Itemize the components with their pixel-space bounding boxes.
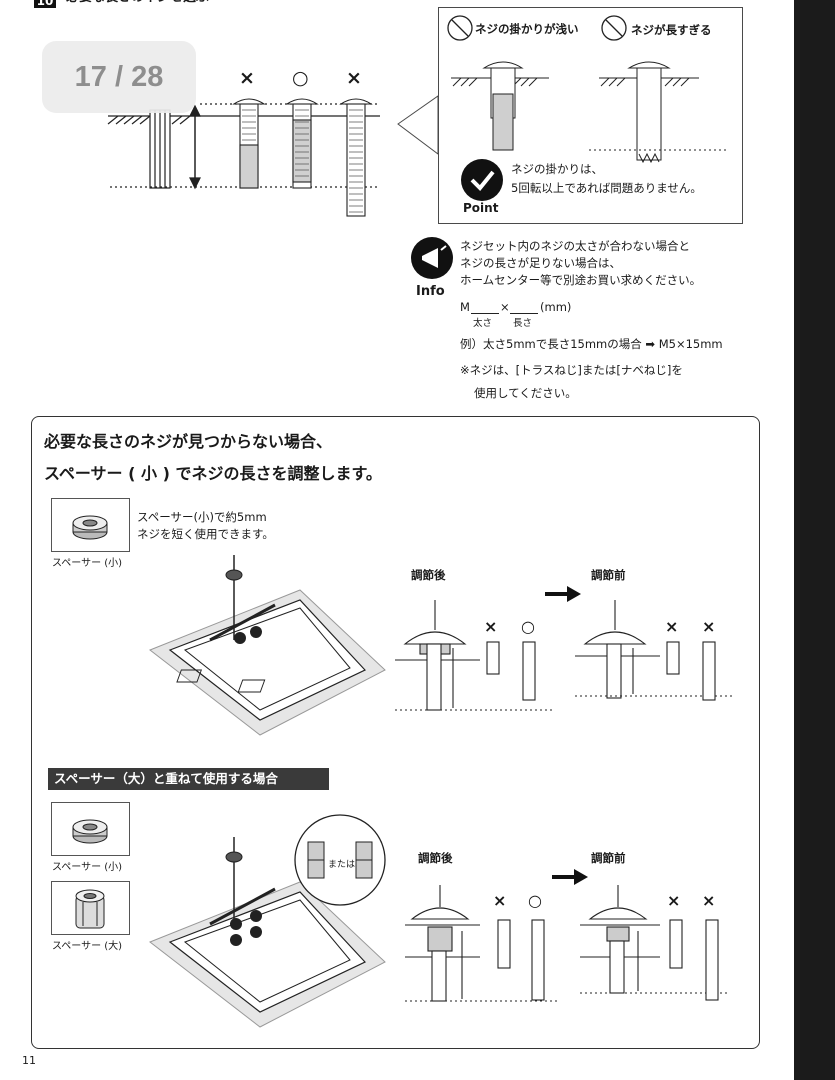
section-heading-line-1: 必要な長さのネジが見つからない場合、 — [44, 432, 333, 451]
tv-back-illustration-2 — [149, 837, 386, 1028]
spacer-compare-diagram-bottom — [405, 869, 730, 1002]
spacer-note-line-2: ネジを短く使用できます。 — [137, 527, 274, 541]
formula-thickness-label: 太さ — [473, 318, 493, 329]
info-example: 例）太さ5mmで長さ15mmの場合 ➡ M5×15mm — [460, 337, 723, 351]
spacer-large-card — [51, 881, 130, 935]
callout-diagram — [447, 15, 729, 201]
before-label-top: 調節前 — [591, 568, 626, 582]
page-number: 11 — [22, 1054, 36, 1067]
spacer-compare-diagram-top — [395, 586, 735, 711]
mark-after-wrong-2: × — [493, 891, 507, 910]
after-label-top: 調節後 — [411, 568, 446, 582]
formula-m: M — [460, 300, 470, 314]
info-label: Info — [416, 284, 445, 299]
mark-after-correct-2: ○ — [528, 891, 542, 910]
viewer-right-rail — [794, 0, 835, 1080]
spacer-small-card-2 — [51, 802, 130, 856]
mark-after-wrong: × — [484, 617, 498, 636]
warning-shallow-text: ネジの掛かりが浅い — [475, 22, 579, 36]
point-label: Point — [463, 201, 499, 215]
after-label-bottom: 調節後 — [418, 851, 453, 865]
formula-length-label: 長さ — [513, 318, 533, 329]
spacer-note-line-1: スペーサー(小)で約5mm — [137, 510, 267, 524]
spacer-small-caption: スペーサー (小) — [52, 558, 123, 569]
formula-blank-length — [510, 313, 538, 314]
step-title: 必要な長さのネジを選ぶ — [66, 0, 209, 8]
spacer-small-card — [51, 498, 130, 552]
point-text-line-1: ネジの掛かりは、 — [511, 162, 603, 176]
mark-after-correct: ○ — [521, 617, 535, 636]
info-line-2: ネジの長さが足りない場合は、 — [460, 256, 621, 270]
spacer-adjust-section — [31, 416, 760, 1049]
point-text-line-2: 5回転以上であれば問題ありません。 — [511, 181, 702, 195]
mark-too-short: × — [239, 67, 255, 89]
subheader-large-spacer: スペーサー（大）と重ねて使用する場合 — [48, 768, 329, 790]
or-label: または — [328, 860, 356, 870]
mark-too-long: × — [346, 67, 362, 89]
spacer-small-caption-2: スペーサー (小) — [52, 862, 123, 873]
section-heading-line-2: スペーサー ( 小 ) でネジの長さを調整します。 — [44, 464, 382, 483]
info-note-line-2: 使用してください。 — [474, 386, 577, 400]
step-number-badge: 10 — [34, 0, 56, 8]
formula-blank-thickness — [471, 313, 499, 314]
spacer-zoom-circle — [294, 814, 386, 906]
tv-back-illustration — [149, 555, 386, 736]
before-label-bottom: 調節前 — [591, 851, 626, 865]
megaphone-icon — [411, 237, 453, 279]
formula-times: × — [500, 300, 510, 314]
page-counter: 17 / 28 — [42, 41, 196, 113]
warning-too-long-text: ネジが長すぎる — [631, 23, 712, 37]
info-line-1: ネジセット内のネジの太さが合わない場合と — [460, 239, 690, 253]
info-line-3: ホームセンター等で別途お買い求めください。 — [460, 273, 702, 287]
mark-before-wrong-2: × — [702, 617, 716, 636]
screw-length-diagram — [107, 95, 439, 217]
spacer-small-icon — [72, 515, 108, 540]
spacer-small-icon-2 — [72, 819, 108, 844]
info-note-line-1: ※ネジは、[トラスねじ]または[ナベねじ]を — [460, 363, 683, 377]
mark-correct: ○ — [292, 67, 309, 89]
screw-warning-callout: ネジの掛かりが浅い ネジが長すぎる Point ネジの掛かりは、 5回転以上であ… — [438, 7, 743, 224]
info-text: ネジセット内のネジの太さが合わない場合と ネジの長さが足りない場合は、 ホームセ… — [460, 238, 701, 289]
spacer-large-caption: スペーサー (大) — [52, 941, 123, 952]
formula-unit: (mm) — [540, 300, 572, 314]
mark-before-wrong-3: × — [667, 891, 681, 910]
spacer-large-icon — [75, 889, 105, 929]
mark-before-wrong-4: × — [702, 891, 716, 910]
mark-before-wrong-1: × — [665, 617, 679, 636]
